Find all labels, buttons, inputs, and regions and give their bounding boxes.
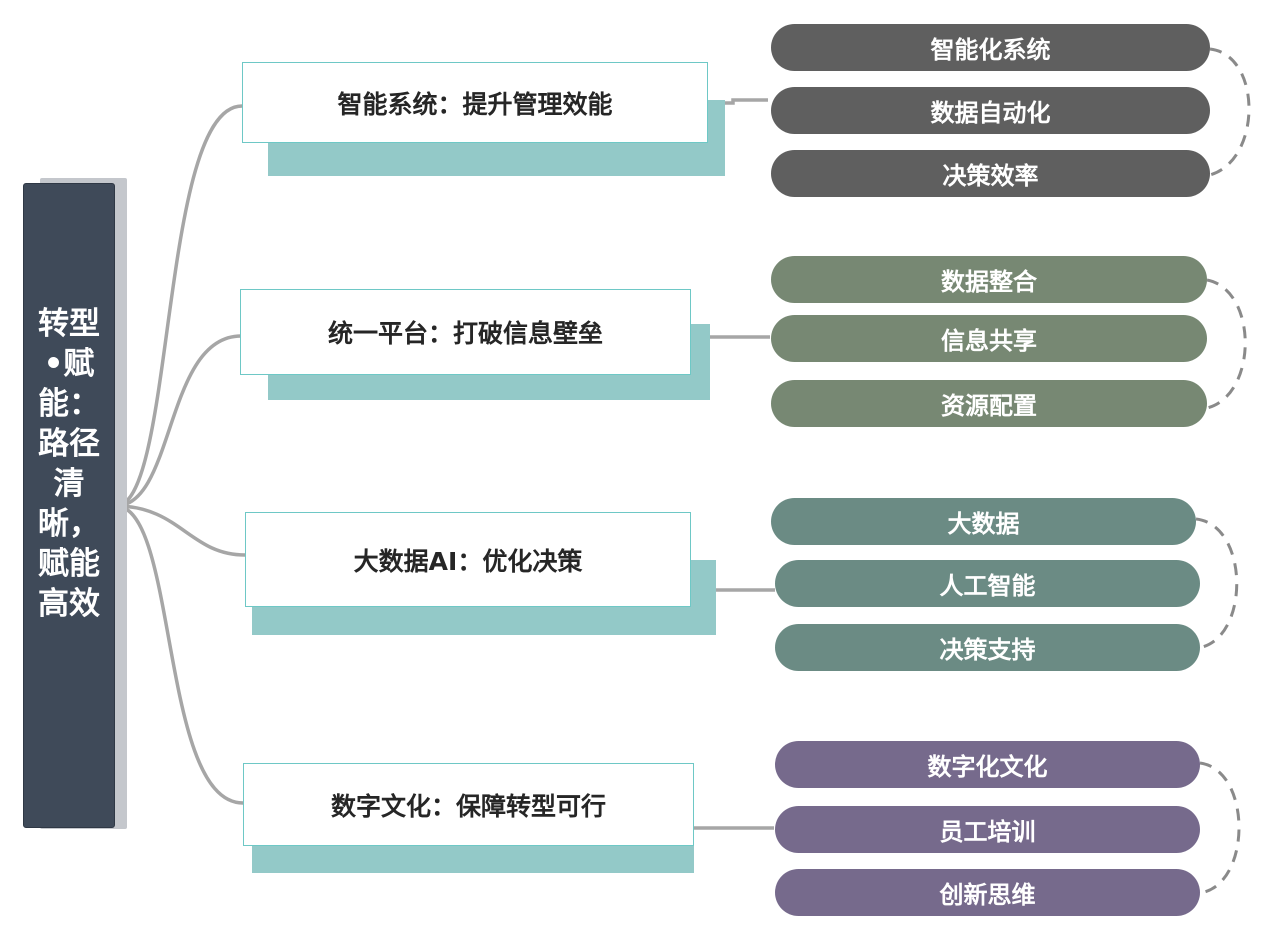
- leaf-3-1: 大数据: [771, 498, 1196, 545]
- branch-2-label: 统一平台：打破信息壁垒: [327, 319, 603, 348]
- leaf-4-3-label: 创新思维: [939, 881, 1036, 909]
- leaf-1-2: 数据自动化: [771, 87, 1210, 134]
- branch-3-node: 大数据AI：优化决策: [245, 512, 691, 607]
- bracket-group-4: [1199, 761, 1241, 895]
- leaf-3-2-label: 人工智能: [939, 572, 1036, 600]
- leaf-2-3-label: 资源配置: [941, 392, 1037, 420]
- bracket-group-1: [1209, 47, 1251, 177]
- leaf-3-3-label: 决策支持: [939, 636, 1036, 664]
- leaf-2-2-label: 信息共享: [941, 327, 1037, 355]
- connector-root-branch-2: [115, 334, 242, 508]
- branch-2-node: 统一平台：打破信息壁垒: [240, 289, 691, 375]
- connector-root-branch-4: [115, 504, 244, 805]
- leaf-4-2: 员工培训: [775, 806, 1200, 853]
- leaf-4-1-label: 数字化文化: [927, 753, 1048, 781]
- leaf-2-1: 数据整合: [771, 256, 1207, 303]
- leaf-1-2-label: 数据自动化: [930, 99, 1051, 127]
- leaf-4-2-label: 员工培训: [939, 818, 1036, 846]
- root-label: 转型•赋能：路径清晰，赋能高效: [38, 306, 100, 622]
- branch-1-label: 智能系统：提升管理效能: [337, 89, 613, 119]
- leaf-1-3: 决策效率: [771, 150, 1210, 197]
- leaf-1-1-label: 智能化系统: [930, 36, 1051, 64]
- bracket-group-3: [1195, 517, 1239, 650]
- leaf-2-3: 资源配置: [771, 380, 1207, 427]
- branch-4-label: 数字文化：保障转型可行: [330, 791, 606, 821]
- leaf-1-3-label: 决策效率: [942, 162, 1039, 190]
- branch-1-node: 智能系统：提升管理效能: [242, 62, 708, 143]
- leaf-3-1-label: 大数据: [947, 510, 1020, 538]
- leaf-3-2: 人工智能: [775, 560, 1200, 607]
- leaf-3-3: 决策支持: [775, 624, 1200, 671]
- connector-root-branch-1: [115, 104, 243, 508]
- leaf-4-1: 数字化文化: [775, 741, 1200, 788]
- leaf-2-1-label: 数据整合: [941, 268, 1037, 296]
- leaf-4-3: 创新思维: [775, 869, 1200, 916]
- leaf-1-1: 智能化系统: [771, 24, 1210, 71]
- branch-3-label: 大数据AI：优化决策: [353, 546, 583, 576]
- connector-root-branch-3: [115, 504, 246, 557]
- root-node: 转型•赋能：路径清晰，赋能高效: [23, 183, 115, 828]
- branch-4-node: 数字文化：保障转型可行: [243, 763, 694, 846]
- leaf-2-2: 信息共享: [771, 315, 1207, 362]
- bracket-group-2: [1206, 278, 1247, 410]
